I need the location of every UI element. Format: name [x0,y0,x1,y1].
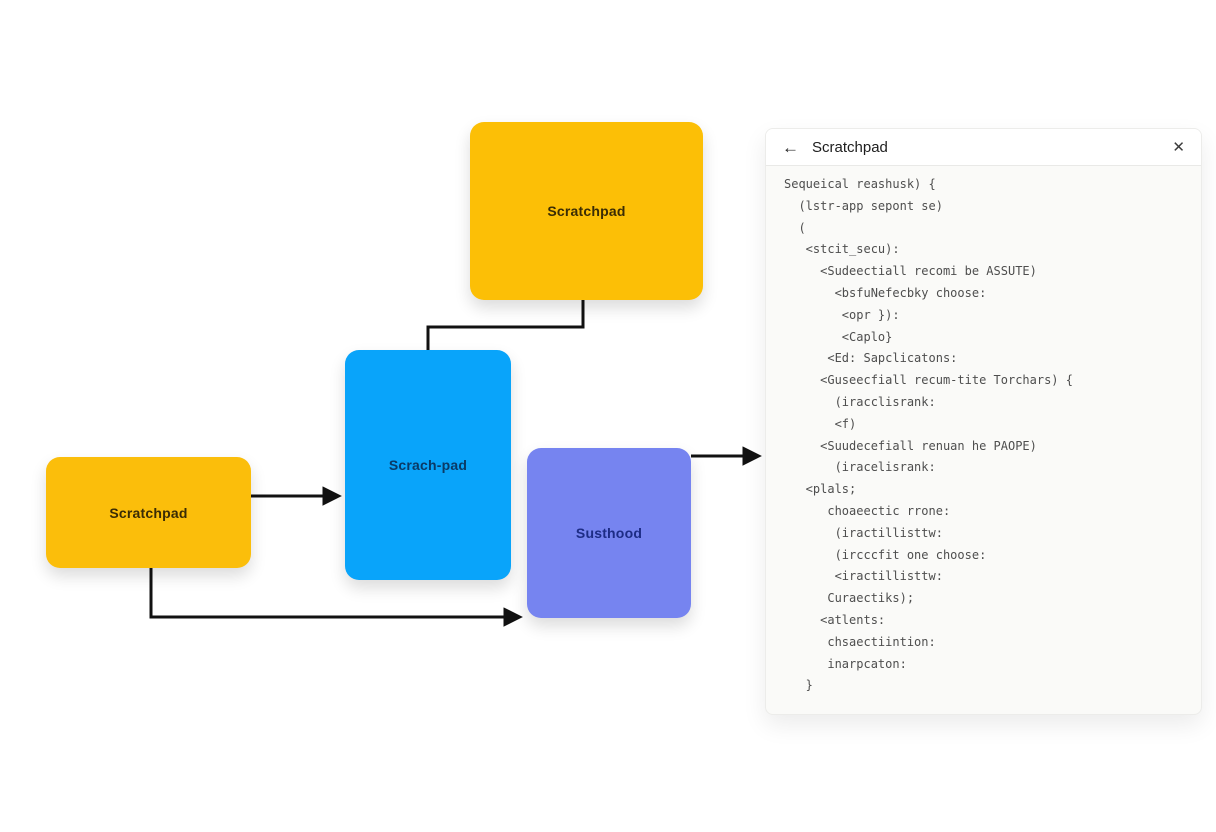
scratchpad-panel: ← Scratchpad ✕ Sequeical reashusk) { (ls… [765,128,1202,715]
code-line: (iractillisttw: [784,525,943,540]
node-label: Scratchpad [109,504,188,521]
code-line: (iracclisrank: [784,394,936,409]
code-line: inarpcaton: [784,656,907,671]
code-line: ( [784,220,806,235]
code-line: <stcit_secu): [784,242,900,257]
code-line: Curaectiks); [784,591,915,606]
back-icon[interactable]: ← [782,137,799,157]
code-line: <Ed: Sapclicatons: [784,351,958,366]
scratchpad-code-area[interactable]: Sequeical reashusk) { (lstr-app sepont s… [766,166,1201,707]
code-line: <iractillisttw: [784,569,943,584]
node-label: Scrach-pad [388,457,468,473]
code-line: } [784,678,813,693]
panel-title: Scratchpad [812,138,888,156]
code-line: (lstr-app sepont se) [784,198,943,213]
code-line: <Guseecfiall recum-tite Torchars) { [784,373,1073,388]
code-line: <Caplo} [784,329,893,344]
code-line: <Sudeectiall recomi be ASSUTE) [784,264,1037,279]
code-line: Sequeical reashusk) { [784,177,936,191]
code-line: <f) [784,416,857,431]
code-line: <plals; [784,482,857,497]
node-susthood[interactable]: Susthood [527,448,691,618]
node-label: Scratchpad [547,203,626,219]
code-line: <bsfuNefecbky choose: [784,285,987,300]
code-line: <Suudecefiall renuan he PAOPE) [784,438,1037,453]
node-label: Susthood [575,525,643,541]
node-scrachpad-mid[interactable]: Scrach-pad [345,350,511,580]
connector-top-to-mid [426,300,585,350]
node-scratchpad-left[interactable]: Scratchpad [46,457,251,568]
code-line: choaeectic rrone: [784,503,951,518]
code-line: chsaectiintion: [784,634,936,649]
code-line: (ircccfit one choose: [784,547,987,562]
scratchpad-panel-header: ← Scratchpad ✕ [766,129,1201,166]
code-line: <opr }): [784,307,900,322]
code-line: (iracelisrank: [784,460,936,475]
node-scratchpad-top[interactable]: Scratchpad [470,122,703,300]
close-icon[interactable]: ✕ [1172,138,1185,156]
code-line: <atlents: [784,612,886,627]
